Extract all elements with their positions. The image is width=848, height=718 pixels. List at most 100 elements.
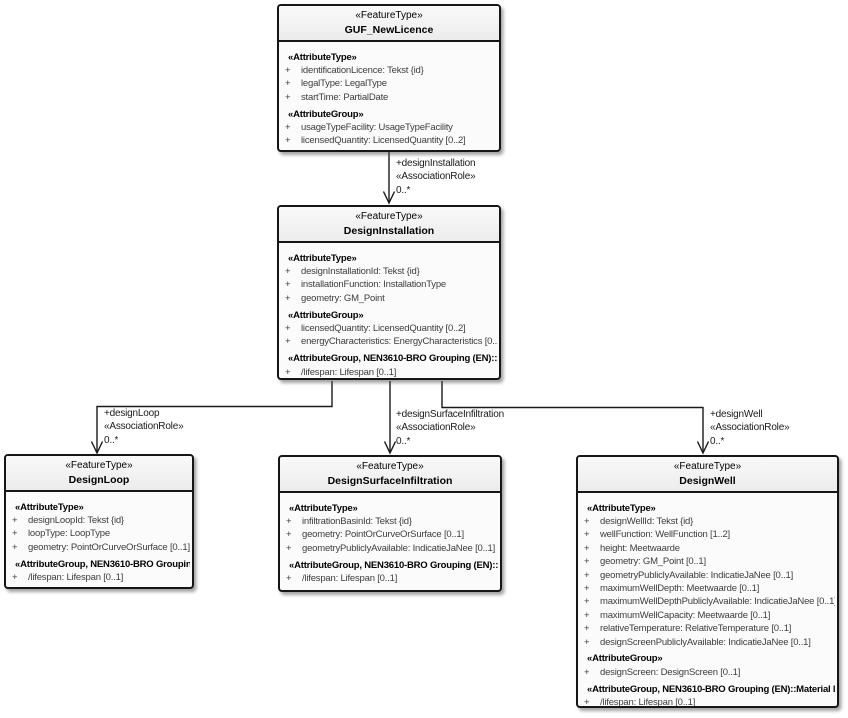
visibility-marker: + [12,528,18,540]
connector-design-loop[interactable] [96,381,333,452]
visibility-marker: + [584,623,590,635]
attribute-text: maximumWellDepthPubliclyAvailable: Indic… [600,596,835,608]
class-attributes: «AttributeType» +designWellId: Tekst {id… [578,493,837,708]
attribute-row: + geometryPubliclyAvailable: IndicatieJaN… [280,542,498,555]
attribute-group-header: «AttributeGroup» [288,108,364,120]
multiplicity: 0..* [104,434,119,446]
attribute-text: /lifespan: Lifespan [0..1] [302,573,398,585]
attribute-row: + designInstallationId: Tekst {id} [279,265,497,278]
visibility-marker: + [285,64,291,76]
attribute-text: infiltrationBasinId: Tekst {id} [302,515,412,527]
visibility-marker: + [285,323,291,335]
attribute-group-header: «AttributeType» [288,51,357,63]
attribute-row: +designScreenPubliclyAvailable: Indicati… [578,636,835,649]
attribute-text: wellFunction: WellFunction [1..2] [600,529,730,541]
association-label-design-surface-infiltration[interactable]: +designSurfaceInfiltration «AssociationR… [396,408,504,448]
visibility-marker: + [584,697,590,708]
attribute-group-header: «AttributeGroup, NEN3610-BRO Grouping (E… [587,683,835,695]
class-design-well[interactable]: «FeatureType» DesignWell «AttributeType»… [576,455,839,708]
visibility-marker: + [584,542,590,554]
attribute-text: startTime: PartialDate [301,91,389,103]
attribute-row: + designWellId: Tekst {id} [578,515,835,528]
attribute-text: relativeTemperature: RelativeTemperature… [600,623,792,635]
class-name: DesignSurfaceInfiltration [327,475,453,487]
attribute-text: geometryPubliclyAvailable: IndicatieJaNe… [600,569,794,581]
attribute-text: /lifespan: Lifespan [0..1] [28,572,124,584]
class-attributes: «AttributeType» +infiltrationBasinId: Te… [280,493,500,590]
attribute-row: + relativeTemperature: RelativeTemperatur… [578,622,835,635]
multiplicity: 0..* [396,435,411,447]
visibility-marker: + [286,542,292,554]
attribute-row: + loopType: LoopType [6,527,190,540]
role-name: +designSurfaceInfiltration [396,409,504,420]
visibility-marker: + [584,569,590,581]
arrowhead-design-well-icon [696,441,710,455]
attribute-text: usageTypeFacility: UsageTypeFacility [301,122,453,134]
visibility-marker: + [584,582,590,594]
class-design-loop[interactable]: «FeatureType» DesignLoop «AttributeType»… [4,454,194,589]
connector-design-well[interactable] [441,381,704,452]
attribute-text: loopType: LoopType [28,528,110,540]
class-name: DesignLoop [68,474,130,486]
class-stereotype: «FeatureType» [65,460,133,471]
multiplicity: 0..* [396,184,411,196]
attribute-text: legalType: LegalType [301,78,387,90]
association-label-design-well[interactable]: +designWell «AssociationRole» 0..* [710,408,790,448]
attribute-text: designScreenPubliclyAvailable: Indicatie… [600,636,811,648]
class-header: «FeatureType» GUF_NewLicence [279,6,499,42]
visibility-marker: + [285,366,291,378]
attribute-row: + identificationLicence: Tekst {id} [279,64,497,77]
attribute-group-header: «AttributeGroup» [587,653,663,665]
visibility-marker: + [285,336,291,348]
attribute-text: identificationLicence: Tekst {id} [301,64,424,76]
attribute-row: + designScreen: DesignScreen [0..1] [578,666,835,679]
class-design-installation[interactable]: «FeatureType» DesignInstallation «Attrib… [277,205,501,380]
arrowhead-design-installation-icon [382,191,396,205]
attribute-row: + maximumWellCapacity: Meetwaarde [0..1] [578,609,835,622]
class-stereotype: «FeatureType» [355,211,423,222]
attribute-row: +geometry: GM_Point [279,292,497,305]
attribute-group-header: «AttributeGroup, NEN3610-BRO Grouping (E… [288,353,497,365]
visibility-marker: + [584,515,590,527]
visibility-marker: + [584,609,590,621]
association-label-design-loop[interactable]: +designLoop «AssociationRole» 0..* [104,407,184,447]
attribute-text: geometry: GM_Point [0..1] [600,556,706,568]
attribute-row: +installationFunction: InstallationType [279,278,497,291]
class-header: «FeatureType» DesignWell [578,457,837,493]
visibility-marker: + [12,572,18,584]
association-label-design-installation[interactable]: +designInstallation «AssociationRole» 0.… [396,157,476,197]
visibility-marker: + [584,666,590,678]
attribute-text: maximumWellCapacity: Meetwaarde [0..1] [600,609,771,621]
multiplicity: 0..* [710,435,725,447]
attribute-text: installationFunction: InstallationType [301,279,447,291]
attribute-row: +geometry: PointOrCurveOrSurface [0..1] [6,541,190,554]
attribute-group-header: «AttributeType» [288,252,357,264]
class-name: GUF_NewLicence [344,24,434,36]
attribute-row: +maximumWellDepthPubliclyAvailable: Indi… [578,595,835,608]
visibility-marker: + [584,529,590,541]
attribute-text: energyCharacteristics: EnergyCharacteris… [301,336,497,348]
attribute-text: designWellId: Tekst {id} [600,515,694,527]
association-stereotype: «AssociationRole» [710,422,790,434]
attribute-row: + energyCharacteristics: EnergyCharacteri… [279,335,497,348]
attribute-text: designScreen: DesignScreen [0..1] [600,666,741,678]
class-attributes: «AttributeType» + identificationLicence: … [279,42,499,150]
visibility-marker: + [285,265,291,277]
class-stereotype: «FeatureType» [356,461,424,472]
attribute-group-header: «AttributeGroup, NEN3610-BRO Groupin... [15,558,190,570]
class-name: DesignWell [679,475,736,487]
attribute-text: geometryPubliclyAvailable: IndicatieJaNe… [302,542,496,554]
attribute-row: +startTime: PartialDate [279,91,497,104]
attribute-group-header: «AttributeGroup, NEN3610-BRO Grouping (E… [289,559,498,571]
attribute-text: designInstallationId: Tekst {id} [301,265,420,277]
class-attributes: «AttributeType» +designLoopId: Tekst {id… [6,492,192,587]
class-header: «FeatureType» DesignLoop [6,456,192,492]
visibility-marker: + [286,515,292,527]
attribute-row: + infiltrationBasinId: Tekst {id} [280,515,498,528]
attribute-group-header: «AttributeType» [15,501,84,513]
arrowhead-design-surface-infiltration-icon [383,441,397,455]
class-guf-newlicence[interactable]: «FeatureType» GUF_NewLicence «AttributeT… [277,4,501,152]
class-design-surface-infiltration[interactable]: «FeatureType» DesignSurfaceInfiltration … [278,455,502,592]
